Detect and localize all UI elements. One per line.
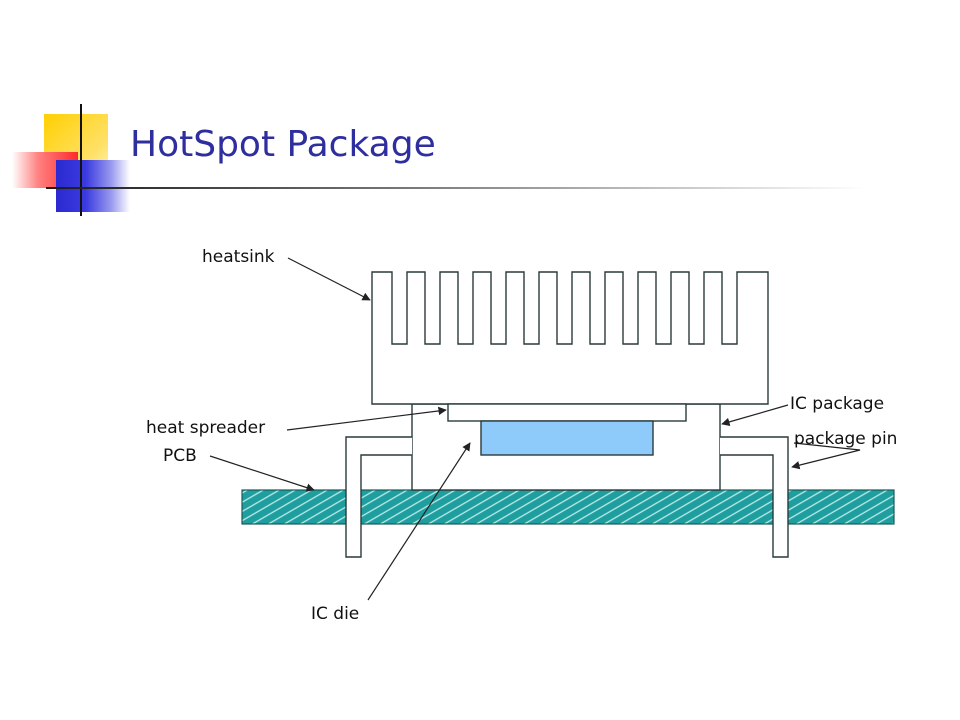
heat-spreader-leader-line	[286, 406, 447, 431]
heat-spreader-label: heat spreader	[146, 418, 265, 438]
pcb-label: PCB	[163, 446, 197, 466]
heatsink-leader-line	[287, 257, 371, 301]
heat-spreader-plate	[447, 403, 687, 422]
package-pin-label: package pin	[794, 429, 897, 449]
vertical-line-decoration	[80, 104, 82, 216]
ic-die-label: IC die	[311, 604, 359, 624]
package-pin-right	[720, 436, 789, 558]
package-pin-leader-line	[791, 442, 861, 470]
ic-die-block	[480, 420, 654, 456]
ic-package-leader-line	[721, 404, 789, 426]
package-pin-left	[345, 436, 412, 558]
blue-square-decoration	[56, 160, 130, 212]
pcb-leader-line	[209, 455, 315, 492]
slide-title: HotSpot Package	[130, 124, 436, 165]
heatsink-shape	[371, 271, 769, 405]
pcb-board	[241, 489, 895, 525]
heatsink-label: heatsink	[202, 247, 275, 267]
ic-package-label: IC package	[790, 394, 884, 414]
title-underline	[46, 187, 866, 189]
ic-die-leader-line	[367, 442, 471, 601]
